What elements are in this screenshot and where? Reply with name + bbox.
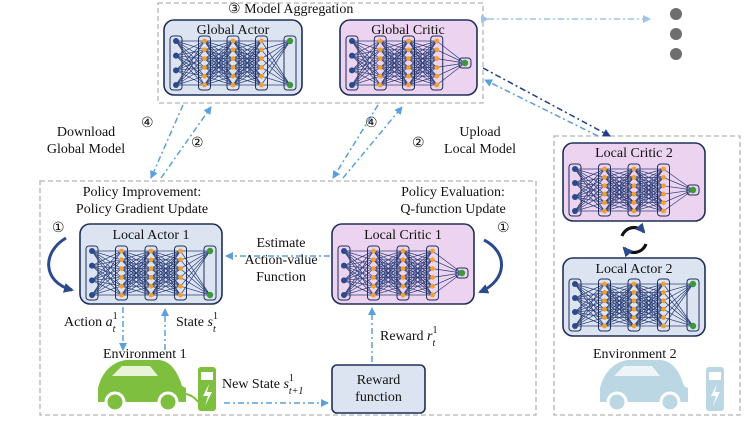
reward-sub: t	[432, 338, 436, 349]
more-agents-dot	[670, 48, 682, 60]
environment-1-label: Environment 1	[103, 347, 187, 362]
reward-function-box	[331, 364, 426, 414]
global-critic-label: Global Critic	[371, 23, 445, 38]
action-var: a	[105, 315, 113, 331]
aggregation-title: ③ Model Aggregation	[228, 1, 353, 18]
step-1-critic: ①	[497, 221, 510, 236]
action-sub: t	[112, 324, 116, 335]
charger-icon	[706, 367, 724, 411]
reward-function-line-1: Reward	[356, 373, 401, 388]
local-critic-1-label: Local Critic 1	[364, 228, 442, 243]
ev-car-icon	[98, 360, 203, 413]
actor-self-update-arrow	[47, 236, 74, 293]
upload-line-1: Upload	[459, 125, 501, 140]
estimate-line-3: Function	[256, 270, 306, 285]
download-arrow-critic	[332, 104, 379, 179]
action-sup: 1	[112, 311, 118, 322]
more-agents-dot	[670, 28, 682, 40]
step-4-download-critic: ④	[365, 116, 378, 131]
upload-arrow-critic	[342, 106, 403, 179]
state-sub: t	[212, 324, 216, 335]
policy-evaluation-line-2: Q-function Update	[400, 202, 506, 217]
charger-icon	[198, 367, 216, 411]
step-2-upload-critic: ②	[412, 136, 425, 151]
policy-improvement-line-1: Policy Improvement:	[82, 185, 202, 200]
local-actor-1-label: Local Actor 1	[112, 228, 190, 243]
ev-car-icon	[600, 360, 688, 413]
state-var: s	[207, 315, 213, 331]
policy-improvement-label: Policy Improvement: Policy Gradient Upda…	[50, 184, 234, 218]
estimate-line-2: Action-value	[244, 253, 318, 268]
policy-improvement-line-2: Policy Gradient Update	[75, 202, 209, 217]
upload-label: Upload Local Model	[428, 124, 532, 158]
exchange-icon	[620, 222, 648, 258]
action-text: Action	[64, 315, 103, 331]
local-critic-1-net	[337, 245, 469, 301]
new-state-text: New State	[222, 377, 280, 393]
new-state-sub: t+1	[288, 386, 304, 397]
global-critic-net	[345, 35, 472, 91]
state-sup: 1	[212, 311, 218, 322]
step-1-actor: ①	[52, 221, 65, 236]
download-line-2: Global Model	[46, 142, 126, 157]
policy-evaluation-label: Policy Evaluation: Q-function Update	[378, 184, 528, 218]
estimate-line-1: Estimate	[256, 236, 306, 251]
upload-line-2: Local Model	[444, 142, 516, 157]
step-3-marker: ③	[228, 2, 241, 17]
policy-evaluation-line-1: Policy Evaluation:	[401, 185, 505, 200]
download-arrow-actor	[150, 104, 184, 179]
local-actor-2-net	[568, 278, 700, 332]
local-critic-2-net	[568, 163, 700, 217]
estimate-label: Estimate Action-value Function	[236, 235, 326, 286]
local-actor-2-label: Local Actor 2	[595, 262, 673, 277]
new-state-var: s	[283, 377, 289, 393]
upload-arrow-actor	[160, 106, 212, 179]
agent-1-container	[39, 180, 537, 416]
reward-text: Reward	[380, 329, 424, 345]
download-line-1: Download	[56, 125, 116, 140]
reward-var: r	[427, 329, 433, 345]
global-actor-net	[169, 35, 297, 91]
download-arrow-agent2	[482, 67, 611, 137]
reward-function-label: Reward function	[332, 372, 425, 406]
environment-2-label: Environment 2	[593, 347, 677, 362]
reward-function-line-2: function	[355, 390, 402, 405]
aggregation-label: Model Aggregation	[244, 2, 354, 17]
more-agents-dot	[670, 8, 682, 20]
global-actor-label: Global Actor	[196, 23, 270, 38]
reward-sup: 1	[432, 325, 438, 336]
download-label: Download Global Model	[36, 124, 136, 158]
new-state-sup: 1	[288, 373, 294, 384]
state-text: State	[176, 315, 204, 331]
aggregation-container	[157, 2, 484, 104]
local-critic-2-label: Local Critic 2	[595, 146, 673, 161]
step-4-download-actor: ④	[141, 116, 154, 131]
local-actor-1-net	[85, 245, 217, 301]
agent-2-container	[553, 135, 741, 416]
critic-self-update-arrow	[478, 238, 503, 294]
step-2-upload-actor: ②	[191, 136, 204, 151]
